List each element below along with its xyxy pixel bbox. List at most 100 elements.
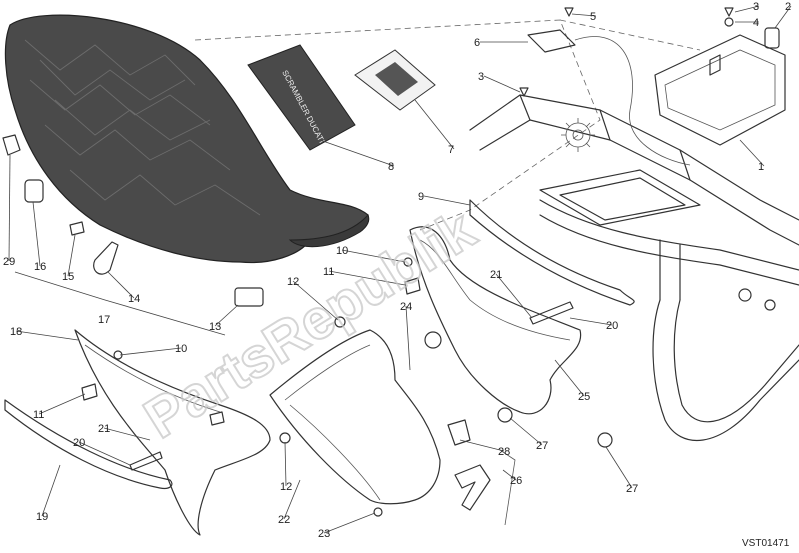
leader-line bbox=[483, 75, 521, 93]
leader-line bbox=[41, 464, 61, 517]
leader-line bbox=[78, 441, 131, 466]
bracket-17 bbox=[14, 271, 226, 336]
assembly-outline bbox=[194, 19, 701, 231]
manual-booklet-part-7 bbox=[354, 49, 436, 111]
leader-line bbox=[283, 479, 301, 520]
panel-25-body bbox=[409, 226, 582, 415]
leader-line bbox=[605, 446, 633, 489]
leader-line bbox=[119, 347, 182, 356]
screw-part-3 bbox=[519, 87, 529, 97]
nut-part-23 bbox=[373, 507, 383, 517]
leader-line bbox=[502, 469, 517, 481]
callout-number: 19 bbox=[36, 511, 48, 523]
leader-line bbox=[284, 441, 287, 487]
leader-line bbox=[214, 304, 239, 327]
callout-number: 6 bbox=[474, 37, 480, 49]
tail-cover-part-18 bbox=[74, 329, 271, 536]
screw-part-3-top bbox=[724, 7, 734, 17]
cap-part-2 bbox=[764, 27, 780, 49]
battery-box-inner bbox=[664, 49, 776, 131]
bolt-part-21-a bbox=[529, 301, 574, 325]
callout-number: 24 bbox=[400, 301, 412, 313]
rear-frame bbox=[469, 94, 799, 442]
grommet-part-24 bbox=[424, 331, 442, 349]
tail-cover-body bbox=[74, 329, 271, 536]
leader-line bbox=[341, 249, 406, 263]
callout-number: 10 bbox=[336, 245, 348, 257]
callout-number: 17 bbox=[98, 314, 110, 326]
tool-bag-part-8: SCRAMBLER DUCATI bbox=[247, 44, 356, 151]
nut-part-12-b bbox=[279, 432, 291, 444]
callout-number: 8 bbox=[388, 161, 394, 173]
trim-strip-part-19 bbox=[4, 399, 173, 490]
leader-line bbox=[734, 5, 760, 13]
leader-line bbox=[459, 439, 505, 452]
callout-number: 1 bbox=[758, 161, 764, 173]
leader-line bbox=[292, 280, 339, 321]
callout-number: 11 bbox=[323, 266, 334, 278]
leader-line bbox=[509, 417, 543, 446]
seat-quilt bbox=[24, 39, 261, 216]
bag-body bbox=[247, 44, 356, 151]
seat-edge bbox=[288, 214, 370, 248]
callout-number: 21 bbox=[490, 269, 502, 281]
battery-cover-clip bbox=[709, 54, 721, 76]
callout-number: 16 bbox=[34, 261, 46, 273]
callout-number: 7 bbox=[448, 144, 454, 156]
leader-line bbox=[774, 5, 792, 29]
callout-number: 25 bbox=[578, 391, 590, 403]
leader-line bbox=[739, 139, 765, 167]
frame-bolt bbox=[764, 299, 776, 311]
leader-line bbox=[107, 271, 135, 299]
callout-number: 14 bbox=[128, 293, 140, 305]
frame-cross-1 bbox=[519, 94, 691, 181]
callout-number: 22 bbox=[278, 514, 290, 526]
frame-bolt bbox=[738, 288, 752, 302]
callout-number: 10 bbox=[175, 343, 187, 355]
callout-number: 15 bbox=[62, 271, 74, 283]
callout-number: 27 bbox=[536, 440, 548, 452]
lock-part-6 bbox=[527, 29, 576, 53]
right-side-panel-part-25 bbox=[409, 226, 582, 415]
washer-part-4 bbox=[724, 17, 734, 27]
rod-part-26 bbox=[499, 449, 516, 526]
callout-number: 20 bbox=[606, 320, 618, 332]
tail-cover-edge bbox=[84, 344, 221, 413]
callout-labels: 1234563789101112131415161718101120211222… bbox=[3, 1, 791, 540]
callout-number: 29 bbox=[3, 256, 15, 268]
nut-part-20-left bbox=[209, 411, 225, 426]
clip-part-11-b bbox=[81, 383, 98, 401]
bumper-part-13 bbox=[234, 287, 264, 307]
nut-part-12-a bbox=[334, 316, 346, 328]
leader-line bbox=[569, 317, 613, 326]
callout-number: 5 bbox=[590, 11, 596, 23]
leader-line bbox=[414, 99, 455, 150]
lock-barrel-part-28 bbox=[447, 419, 471, 446]
key-part-28 bbox=[454, 464, 491, 511]
bush-part-27-a bbox=[497, 407, 513, 423]
callout-number: 28 bbox=[498, 446, 510, 458]
callout-number: 20 bbox=[73, 437, 85, 449]
booklet-emblem bbox=[375, 62, 418, 96]
leader-line bbox=[554, 359, 585, 397]
seat-part-17 bbox=[4, 14, 370, 264]
callout-number: 18 bbox=[10, 326, 22, 338]
frame-upright bbox=[659, 239, 681, 301]
bush-part-27-b bbox=[597, 432, 613, 448]
panel-22-edge bbox=[284, 344, 381, 501]
frame-rail-lower bbox=[479, 119, 799, 246]
leader-line bbox=[15, 330, 79, 341]
hardware-parts bbox=[2, 134, 613, 526]
callout-number: 9 bbox=[418, 191, 424, 203]
leader-line bbox=[319, 139, 395, 167]
leader-line bbox=[32, 201, 41, 267]
callout-number: 3 bbox=[478, 71, 484, 83]
callout-number: 13 bbox=[209, 321, 221, 333]
clip-part-29 bbox=[2, 134, 21, 156]
leader-line bbox=[495, 273, 533, 319]
hook-part-14 bbox=[93, 241, 119, 275]
frame-sub-tube bbox=[539, 199, 799, 286]
frame-tray-inner bbox=[559, 177, 686, 221]
